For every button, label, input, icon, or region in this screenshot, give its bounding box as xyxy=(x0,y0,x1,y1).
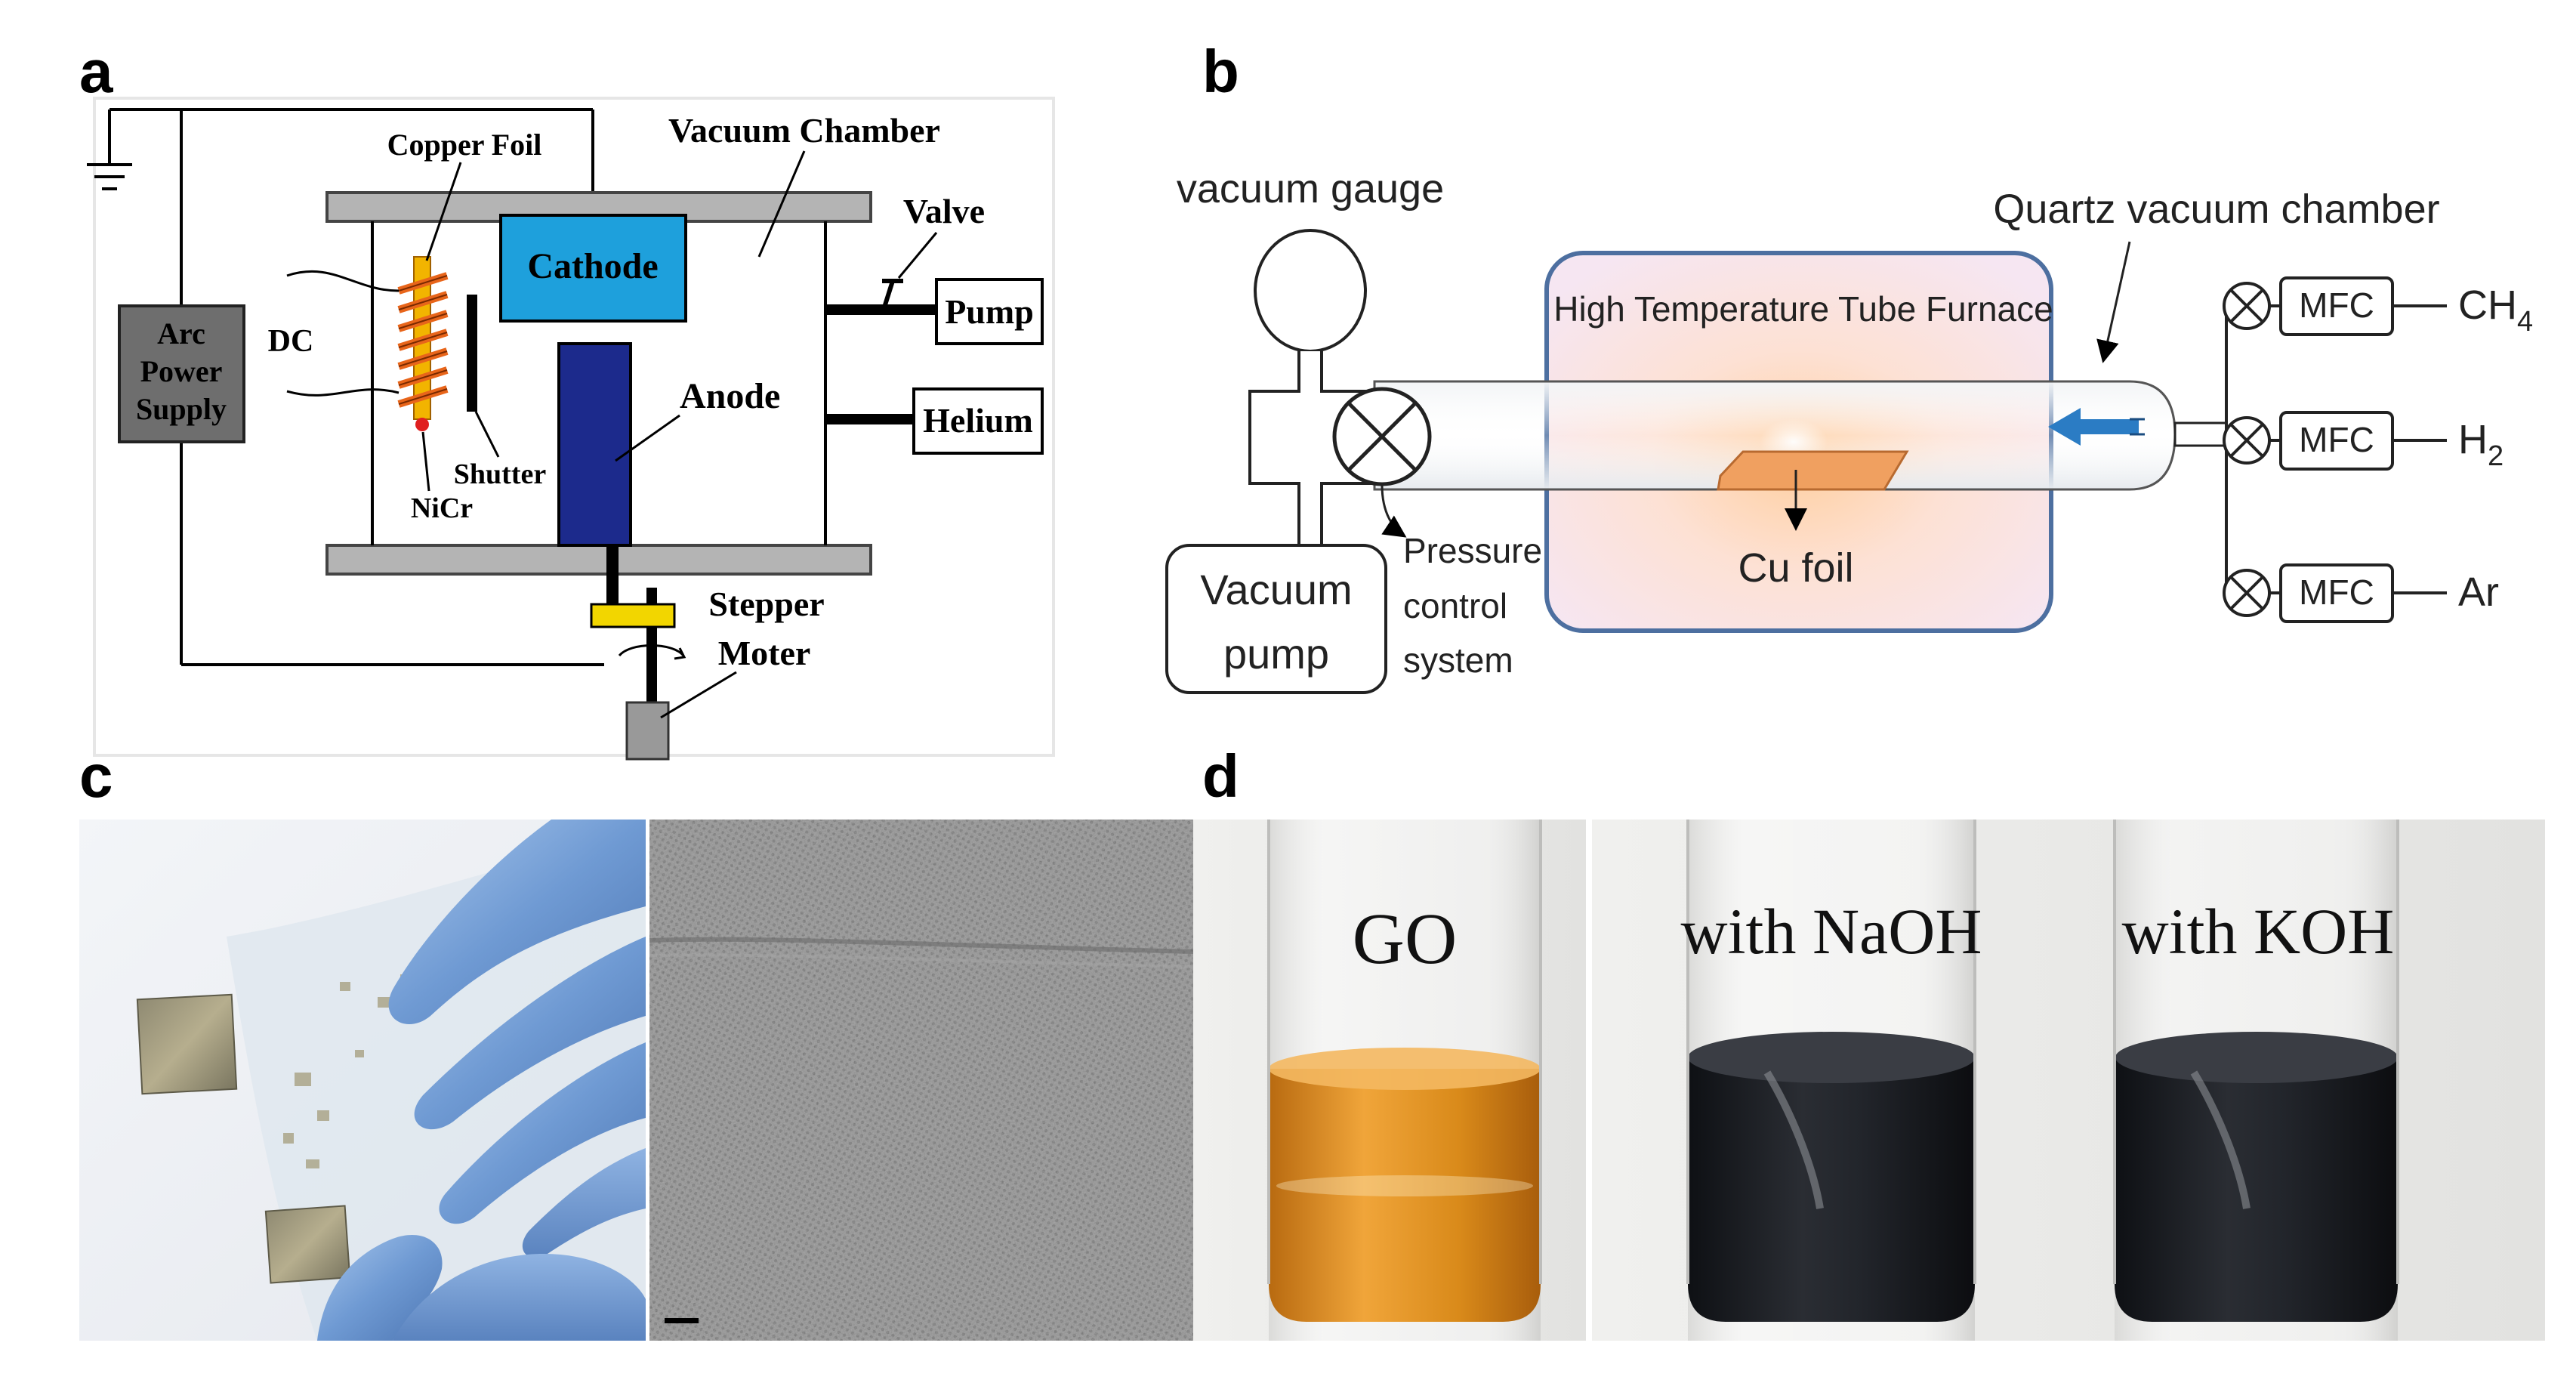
cu-foil xyxy=(1717,450,1909,491)
panel-b: b vacuum gauge Vacuum pump High Temperat… xyxy=(1165,38,2533,694)
pressure-valve-cross xyxy=(1347,401,1418,472)
vacuum-pump-label-1: Vacuum xyxy=(1200,566,1352,613)
nicr-label: NiCr xyxy=(411,492,473,524)
film-square-2 xyxy=(264,1205,351,1284)
arc-power-label-1: Arc xyxy=(157,316,205,350)
koh-label: with KOH xyxy=(2122,895,2395,968)
panel-a-label: a xyxy=(79,38,113,105)
valve-label: Valve xyxy=(903,192,985,230)
panel-d: d GO with NaOH xyxy=(1193,742,2545,1341)
panel-d-label: d xyxy=(1202,742,1239,810)
arc-power-supply xyxy=(118,304,245,443)
furnace-label: High Temperature Tube Furnace xyxy=(1553,289,2053,329)
helium-label: Helium xyxy=(923,401,1033,440)
quartz-pointer xyxy=(2096,241,2131,363)
glove xyxy=(317,820,646,1341)
gas-line-ch4: MFC CH4 xyxy=(2223,276,2533,338)
gas-line-h2: MFC H2 xyxy=(2223,411,2504,472)
panel-c-label: c xyxy=(79,742,113,810)
cathode-label: Cathode xyxy=(527,246,658,286)
stepper-label-1: Stepper xyxy=(708,585,824,623)
gas-inlet-arrow-tail xyxy=(2130,418,2145,436)
dc-wires xyxy=(286,270,400,397)
mfc-h2-label: MFC xyxy=(2299,420,2374,459)
vacuum-chamber-pointer xyxy=(757,150,806,258)
shutter-label: Shutter xyxy=(454,458,547,490)
stepper-coupling xyxy=(590,603,676,628)
pressure-label-3: system xyxy=(1403,641,1513,680)
copper-foil-pointer xyxy=(425,162,462,261)
anode xyxy=(557,342,632,547)
anode-shaft xyxy=(606,545,619,612)
pump-label: Pump xyxy=(945,292,1034,331)
valve-pointer xyxy=(897,232,938,279)
vial-photo-naoh-koh: with NaOH with KOH xyxy=(1592,820,2545,1341)
rotation-arrow xyxy=(618,644,686,660)
go-liquid xyxy=(1269,1069,1541,1322)
naoh-label: with NaOH xyxy=(1681,895,1982,968)
copper-foil-label: Copper Foil xyxy=(387,128,542,162)
stepper-motor xyxy=(625,701,670,761)
gas-ar-label: Ar xyxy=(2458,570,2499,615)
vacuum-chamber-label: Vacuum Chamber xyxy=(668,111,940,150)
tube-coupling xyxy=(2173,421,2228,447)
gas-inlet-arrow-icon xyxy=(2048,408,2081,446)
scale-bar xyxy=(665,1318,699,1323)
vacuum-pump-label-2: pump xyxy=(1223,630,1329,678)
ground-symbol xyxy=(87,108,594,196)
vacuum-pump xyxy=(1165,544,1387,694)
vial-naoh xyxy=(1686,820,1976,1341)
naoh-liquid xyxy=(1688,1057,1975,1322)
stepper-shaft xyxy=(646,627,657,702)
pressure-label-1: Pressure xyxy=(1403,531,1542,570)
cu-foil-label: Cu foil xyxy=(1738,545,1853,591)
panel-a: a Arc Power Supply Cathode xyxy=(79,38,1055,761)
vial-koh xyxy=(2113,820,2399,1341)
helium-box xyxy=(912,387,1044,455)
quartz-label: Quartz vacuum chamber xyxy=(1993,187,2439,232)
gas-ch4-label: CH4 xyxy=(2458,282,2533,338)
tem-image xyxy=(649,820,1194,1341)
graphene-film-photo xyxy=(79,820,646,1341)
pump-box xyxy=(935,278,1044,345)
shutter-pointer xyxy=(474,411,500,458)
pressure-label-2: control xyxy=(1403,586,1507,625)
film-square-1 xyxy=(136,993,238,1095)
mfc-ch4-label: MFC xyxy=(2299,286,2374,325)
vacuum-gauge xyxy=(1248,229,1372,547)
gas-inlet-arrow-body xyxy=(2078,419,2139,434)
panel-b-label: b xyxy=(1202,38,1239,105)
valve xyxy=(881,279,903,310)
gas-line-ar: MFC Ar xyxy=(2223,563,2499,623)
anode-pointer xyxy=(615,414,680,462)
koh-liquid xyxy=(2115,1057,2398,1322)
pressure-pointer xyxy=(1381,484,1407,538)
vial-photo-go: GO xyxy=(1193,820,1586,1341)
panel-a-frame xyxy=(93,97,1055,757)
copper-coil xyxy=(397,256,449,431)
stepper-label-2: Moter xyxy=(718,634,811,672)
stepper-pin xyxy=(646,588,657,604)
arc-power-label-3: Supply xyxy=(136,392,227,426)
go-label: GO xyxy=(1353,898,1458,979)
nicr-pointer xyxy=(421,431,430,492)
gas-h2-label: H2 xyxy=(2458,417,2504,472)
stepper-pointer xyxy=(660,671,737,719)
cathode xyxy=(499,214,687,323)
power-wiring xyxy=(180,110,604,666)
shutter xyxy=(467,295,477,412)
anode-label: Anode xyxy=(680,376,780,416)
photo-divider xyxy=(1586,820,1592,1341)
arc-power-label-2: Power xyxy=(140,354,223,388)
bottom-plate xyxy=(325,544,872,576)
mfc-ar-label: MFC xyxy=(2299,573,2374,612)
panel-c: c xyxy=(79,742,1194,1341)
vacuum-gauge-label: vacuum gauge xyxy=(1177,166,1444,211)
dc-label: DC xyxy=(268,324,314,359)
